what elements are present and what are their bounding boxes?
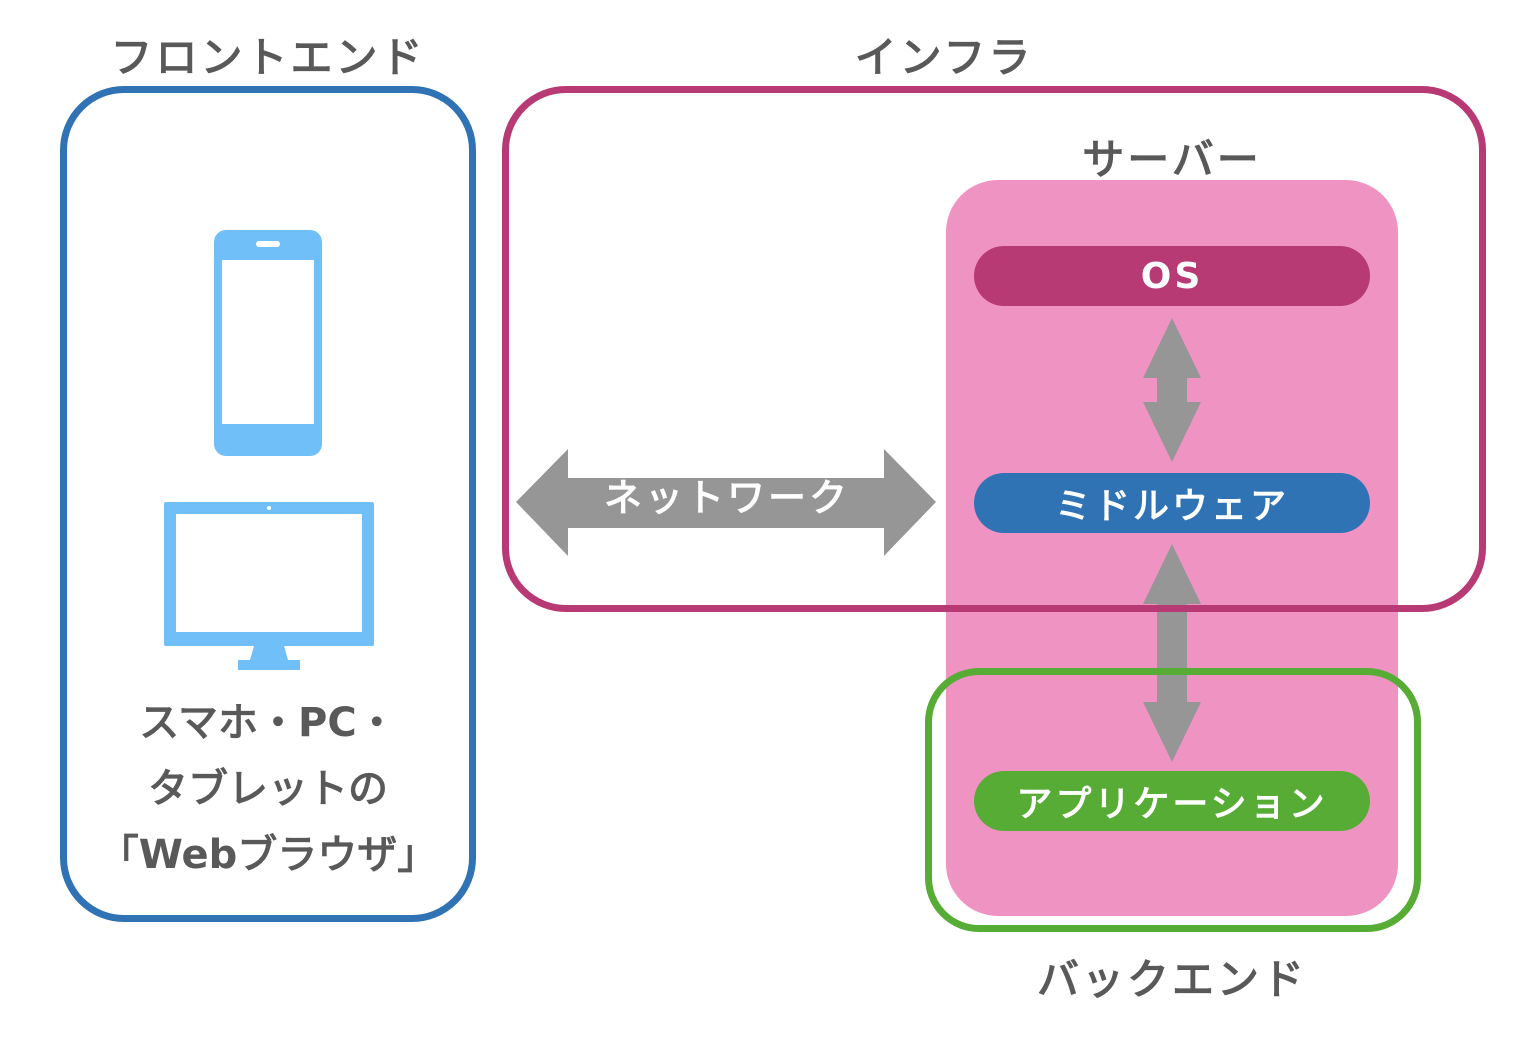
backend-title: バックエンド xyxy=(1036,955,1307,1004)
frontend-group xyxy=(60,86,476,922)
network-label: ネットワーク xyxy=(603,476,850,520)
server-title: サーバー xyxy=(1082,135,1262,184)
desktop-monitor-icon xyxy=(164,502,374,670)
frontend-title: フロントエンド xyxy=(110,33,426,82)
devices-caption-line1: スマホ・PC・ xyxy=(139,700,397,746)
smartphone-icon xyxy=(214,230,322,456)
network-arrow xyxy=(516,449,936,556)
infra-title: インフラ xyxy=(854,33,1034,82)
devices-caption: スマホ・PC・ タブレットの 「Webブラウザ」 xyxy=(66,690,470,888)
middleware-application-arrow xyxy=(1143,544,1201,762)
infra-group xyxy=(502,86,1486,612)
devices-caption-line2: タブレットの xyxy=(148,766,388,812)
os-pill: OS xyxy=(974,246,1370,306)
devices-caption-line3: 「Webブラウザ」 xyxy=(98,832,438,878)
middleware-pill: ミドルウェア xyxy=(974,473,1370,533)
os-middleware-arrow xyxy=(1143,318,1201,462)
backend-group xyxy=(925,668,1421,932)
application-pill: アプリケーション xyxy=(974,771,1370,831)
